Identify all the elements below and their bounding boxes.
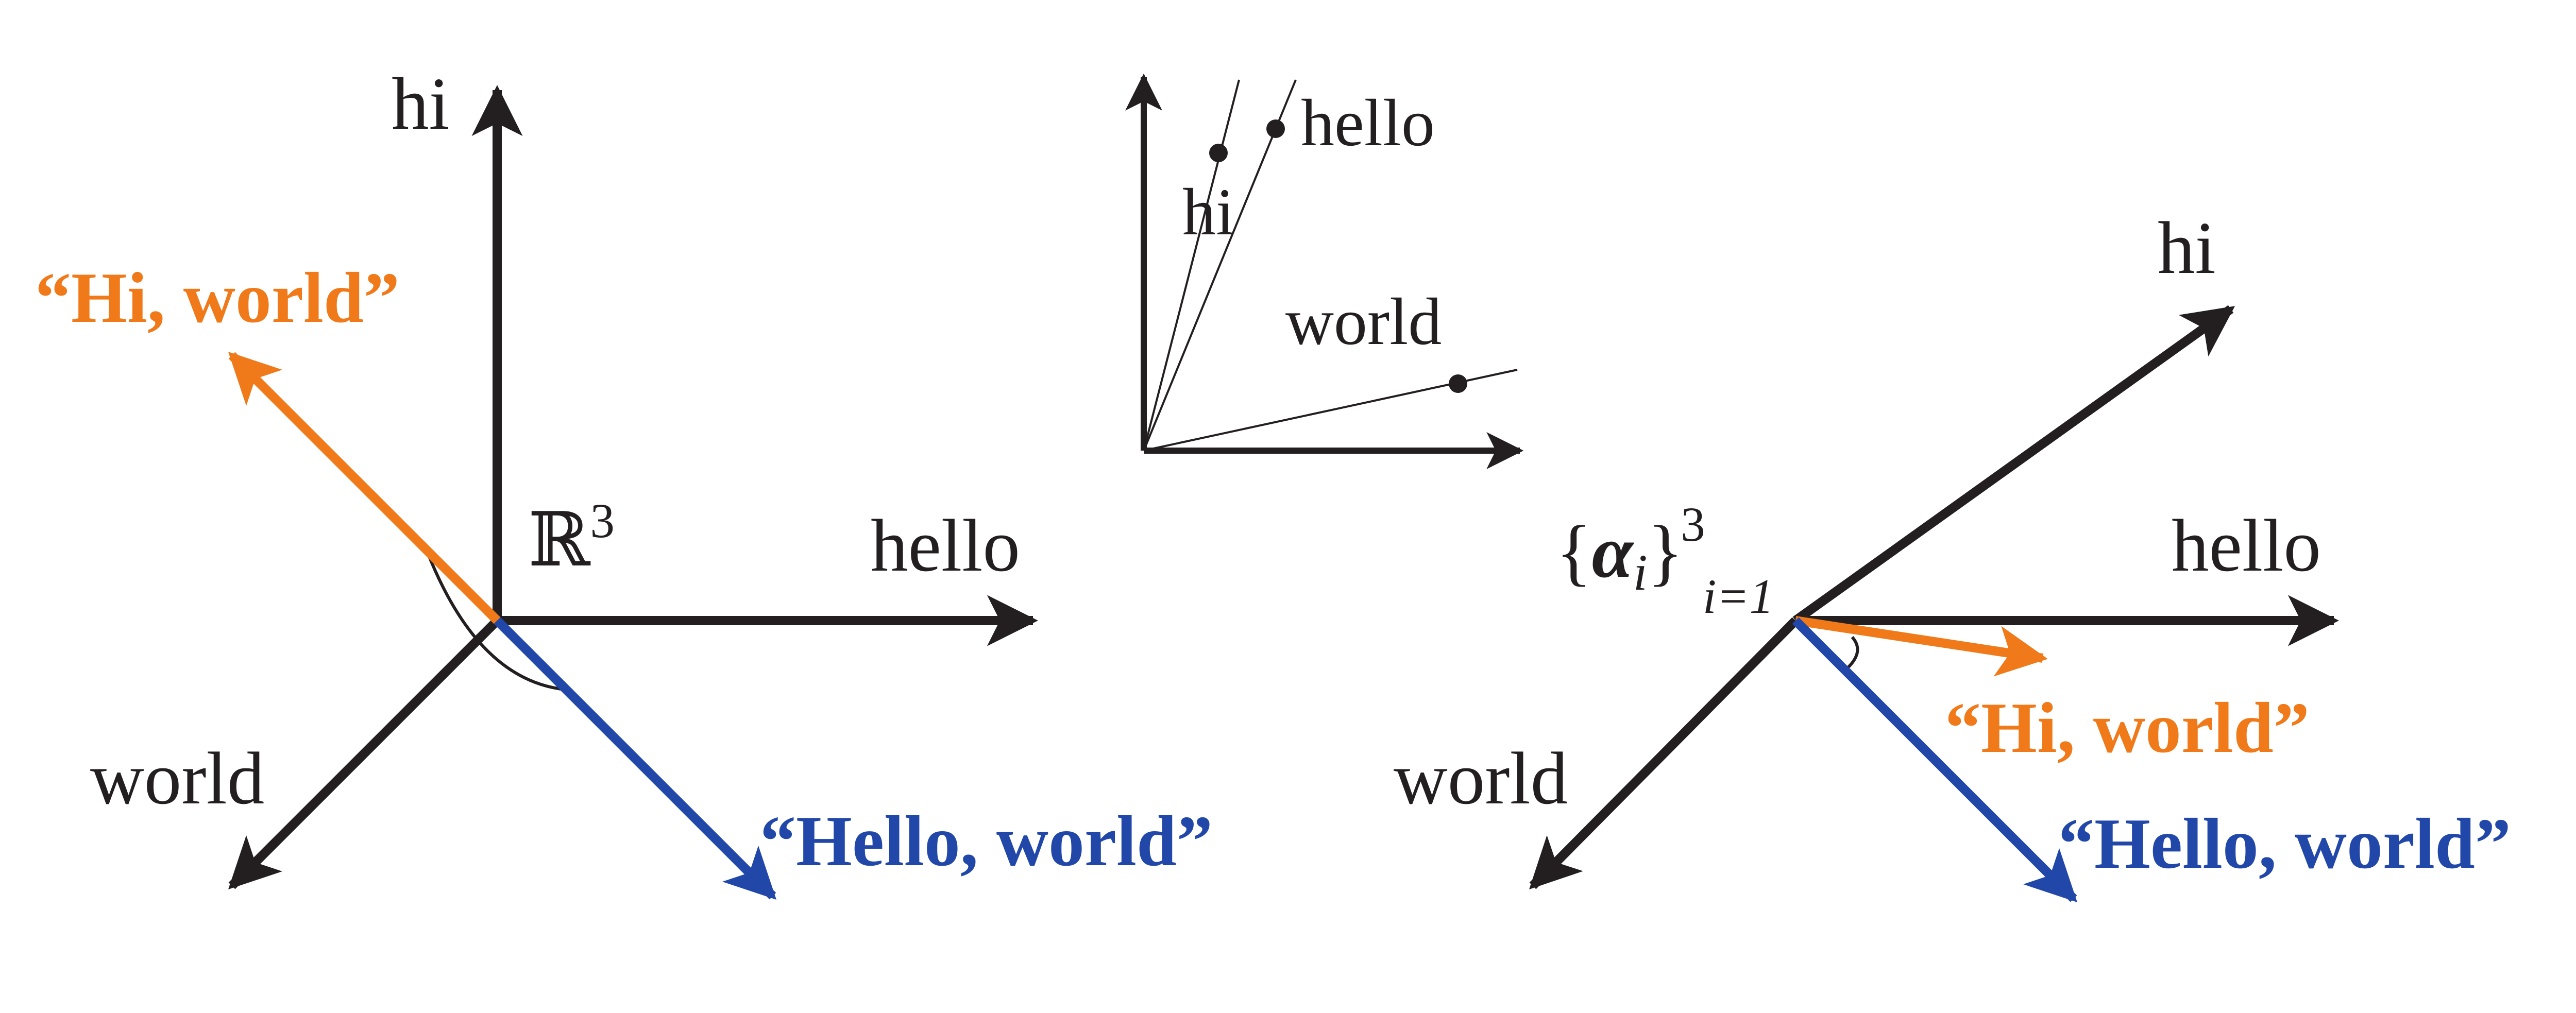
right-axis-hi	[1792, 305, 2235, 625]
left-angle-arc	[425, 549, 572, 692]
mid-point-hi	[1209, 144, 1228, 162]
left-space-label: ℝ3	[528, 493, 615, 582]
left-label-hi: hi	[392, 63, 450, 145]
mid-ray-hi	[1143, 79, 1240, 451]
left-label-hello-world: “Hello, world”	[760, 801, 1213, 881]
left-label-hi-world: “Hi, world”	[35, 258, 400, 338]
right-angle-arc	[1845, 636, 1859, 670]
mid-point-hello	[1266, 119, 1285, 138]
mid-ray-hello	[1143, 79, 1297, 451]
left-label-world: world	[90, 737, 264, 820]
mid-point-world	[1449, 374, 1467, 393]
mid-label-hi: hi	[1182, 175, 1234, 249]
right-label-hello: hello	[2172, 505, 2321, 587]
right-label-hi: hi	[2158, 207, 2216, 289]
middle-panel: hello hi world	[1125, 73, 1524, 469]
right-label-hello-world: “Hello, world”	[2058, 804, 2511, 884]
right-vector-hi-world	[1794, 616, 2048, 677]
left-vector-hi-world	[228, 351, 501, 624]
mid-label-world: world	[1285, 285, 1442, 359]
left-panel: hi hello world ℝ3 “Hi, world” “Hello, wo…	[35, 63, 1213, 900]
right-vector-hello-world	[1792, 617, 2078, 903]
right-axis-world	[1529, 617, 1799, 890]
left-axis-world	[228, 617, 501, 890]
mid-label-hello: hello	[1301, 86, 1435, 160]
right-label-hi-world: “Hi, world”	[1945, 688, 2310, 768]
left-vector-hello-world	[494, 617, 777, 900]
left-label-hello: hello	[871, 505, 1020, 587]
right-label-world: world	[1394, 737, 1568, 820]
